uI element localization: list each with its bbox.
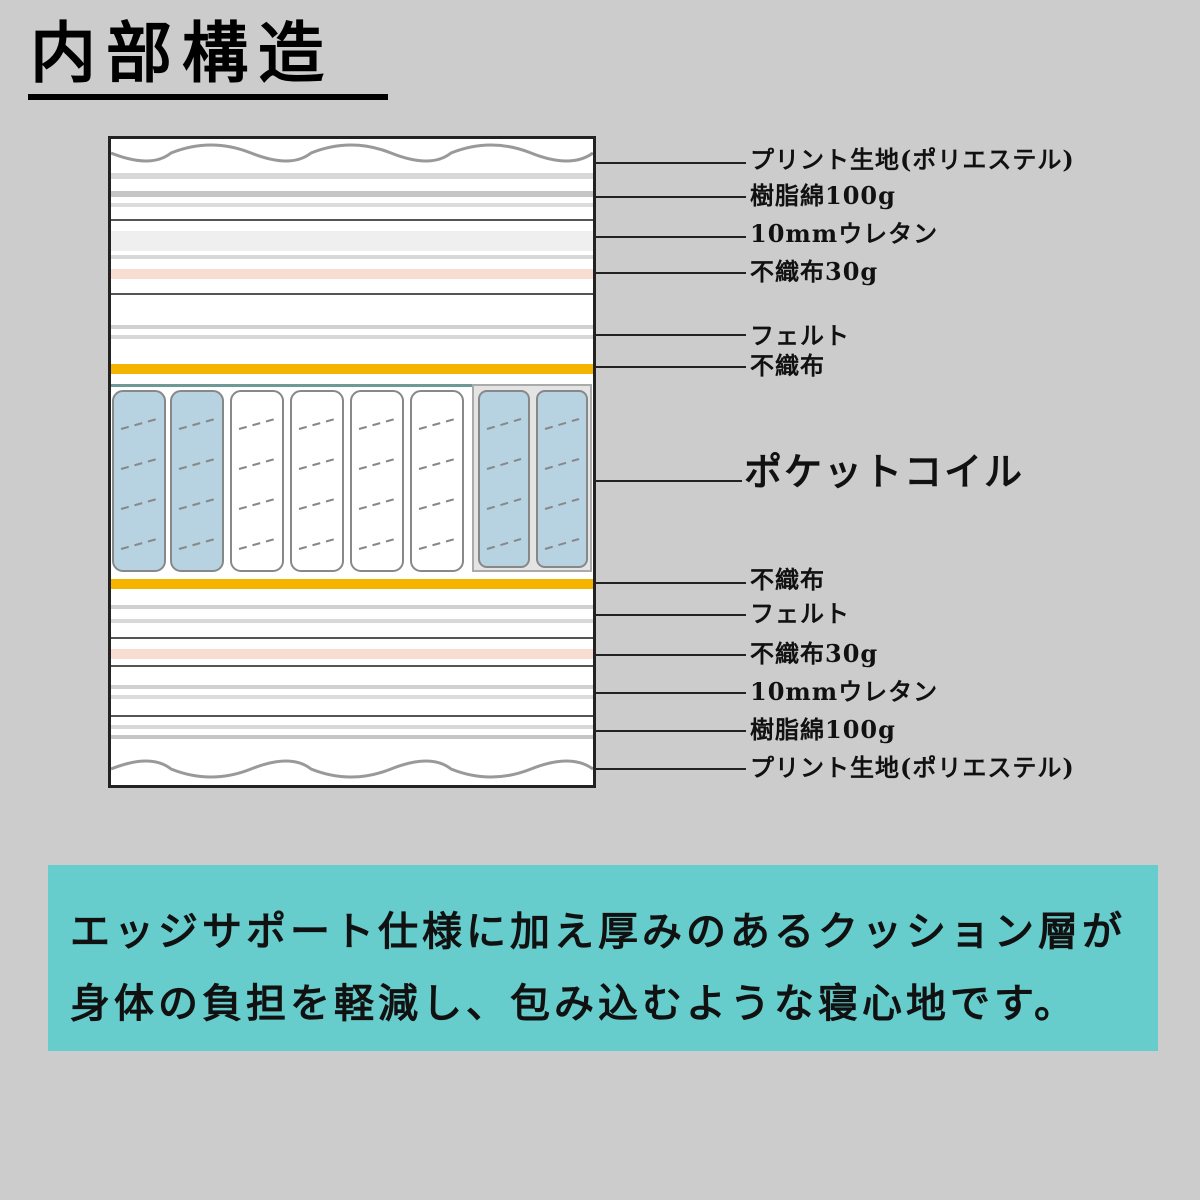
coil-1-spiral (120, 418, 158, 550)
coil-5 (350, 390, 404, 572)
bottom-felt-band (111, 605, 593, 609)
top-felt-band-2 (111, 335, 593, 339)
bottom-resin-band-2 (111, 735, 593, 739)
leader-line-top-nonwoven-30g (596, 272, 746, 274)
top-peach-band (111, 269, 593, 279)
label-top-urethane: 10mmウレタン (750, 219, 939, 248)
bottom-separator-3 (111, 715, 593, 717)
label-top-print-fabric: プリント生地(ポリエステル) (750, 145, 1075, 174)
coil-6 (410, 390, 464, 572)
label-bottom-felt: フェルト (750, 599, 850, 628)
leader-line-top-felt (596, 334, 746, 336)
bottom-urethane-band (111, 685, 593, 689)
edge-coil-2-spiral (544, 418, 580, 550)
coil-4 (290, 390, 344, 572)
bottom-felt-band-2 (111, 619, 593, 623)
bottom-urethane-band-2 (111, 695, 593, 699)
mattress-cross-section (108, 136, 596, 788)
title-underline (28, 94, 388, 100)
top-urethane-edge (111, 255, 593, 259)
top-resin-band-2 (111, 191, 593, 197)
mattress-layers-svg (111, 143, 593, 779)
coil-2-spiral (178, 418, 216, 550)
bottom-quilt-wave (111, 759, 593, 779)
label-bottom-nonwoven-30g: 不織布30g (750, 639, 879, 668)
top-resin-band-3 (111, 203, 593, 207)
label-pocket-coil: ポケットコイル (744, 450, 1025, 494)
top-resin-band (111, 173, 593, 179)
bottom-separator (111, 637, 593, 639)
coil-3-spiral (238, 418, 276, 550)
pocket-coils (112, 384, 592, 572)
edge-coil-2 (536, 390, 588, 568)
bottom-peach-band (111, 649, 593, 659)
edge-coil-1-spiral (486, 418, 522, 550)
coil-top-rail (111, 384, 473, 387)
top-quilt-wave (111, 143, 593, 163)
coil-6-spiral (418, 418, 456, 550)
coil-5-spiral (358, 418, 396, 550)
leader-line-top-nonwoven (596, 366, 746, 368)
leader-line-bottom-resin-cotton (596, 730, 746, 732)
top-separator (111, 219, 593, 221)
leader-line-bottom-felt (596, 614, 746, 616)
bottom-separator-2 (111, 665, 593, 667)
label-top-nonwoven: 不織布 (750, 351, 825, 380)
bottom-resin-band (111, 725, 593, 729)
top-urethane-band (111, 231, 593, 251)
caption-line-1: エッジサポート仕様に加え厚みのあるクッション層が (70, 909, 1126, 955)
top-nonwoven-band (111, 364, 593, 374)
leader-line-bottom-print-fabric (596, 768, 746, 770)
label-top-nonwoven-30g: 不織布30g (750, 257, 879, 286)
leader-line-top-urethane (596, 236, 746, 238)
leader-line-bottom-urethane (596, 692, 746, 694)
top-felt-band (111, 325, 593, 329)
caption-box: エッジサポート仕様に加え厚みのあるクッション層が 身体の負担を軽減し、包み込むよ… (48, 865, 1158, 1051)
edge-coil-1 (478, 390, 530, 568)
label-top-resin-cotton: 樹脂綿100g (750, 181, 896, 210)
coil-4-spiral (298, 418, 336, 550)
leader-line-bottom-nonwoven (596, 582, 746, 584)
leader-line-bottom-nonwoven-30g (596, 654, 746, 656)
caption-line-2: 身体の負担を軽減し、包み込むような寝心地です。 (70, 981, 1078, 1027)
label-bottom-urethane: 10mmウレタン (750, 677, 939, 706)
label-bottom-print-fabric: プリント生地(ポリエステル) (750, 753, 1075, 782)
coil-1 (112, 390, 166, 572)
leader-line-top-resin-cotton (596, 196, 746, 198)
top-separator-2 (111, 293, 593, 295)
leader-line-pocket-coil (596, 480, 742, 482)
coil-2 (170, 390, 224, 572)
label-bottom-nonwoven: 不織布 (750, 565, 825, 594)
coil-3 (230, 390, 284, 572)
bottom-nonwoven-band (111, 579, 593, 589)
label-bottom-resin-cotton: 樹脂綿100g (750, 715, 896, 744)
page-title: 内部構造 (30, 15, 334, 92)
label-top-felt: フェルト (750, 321, 850, 350)
leader-line-top-print-fabric (596, 162, 746, 164)
